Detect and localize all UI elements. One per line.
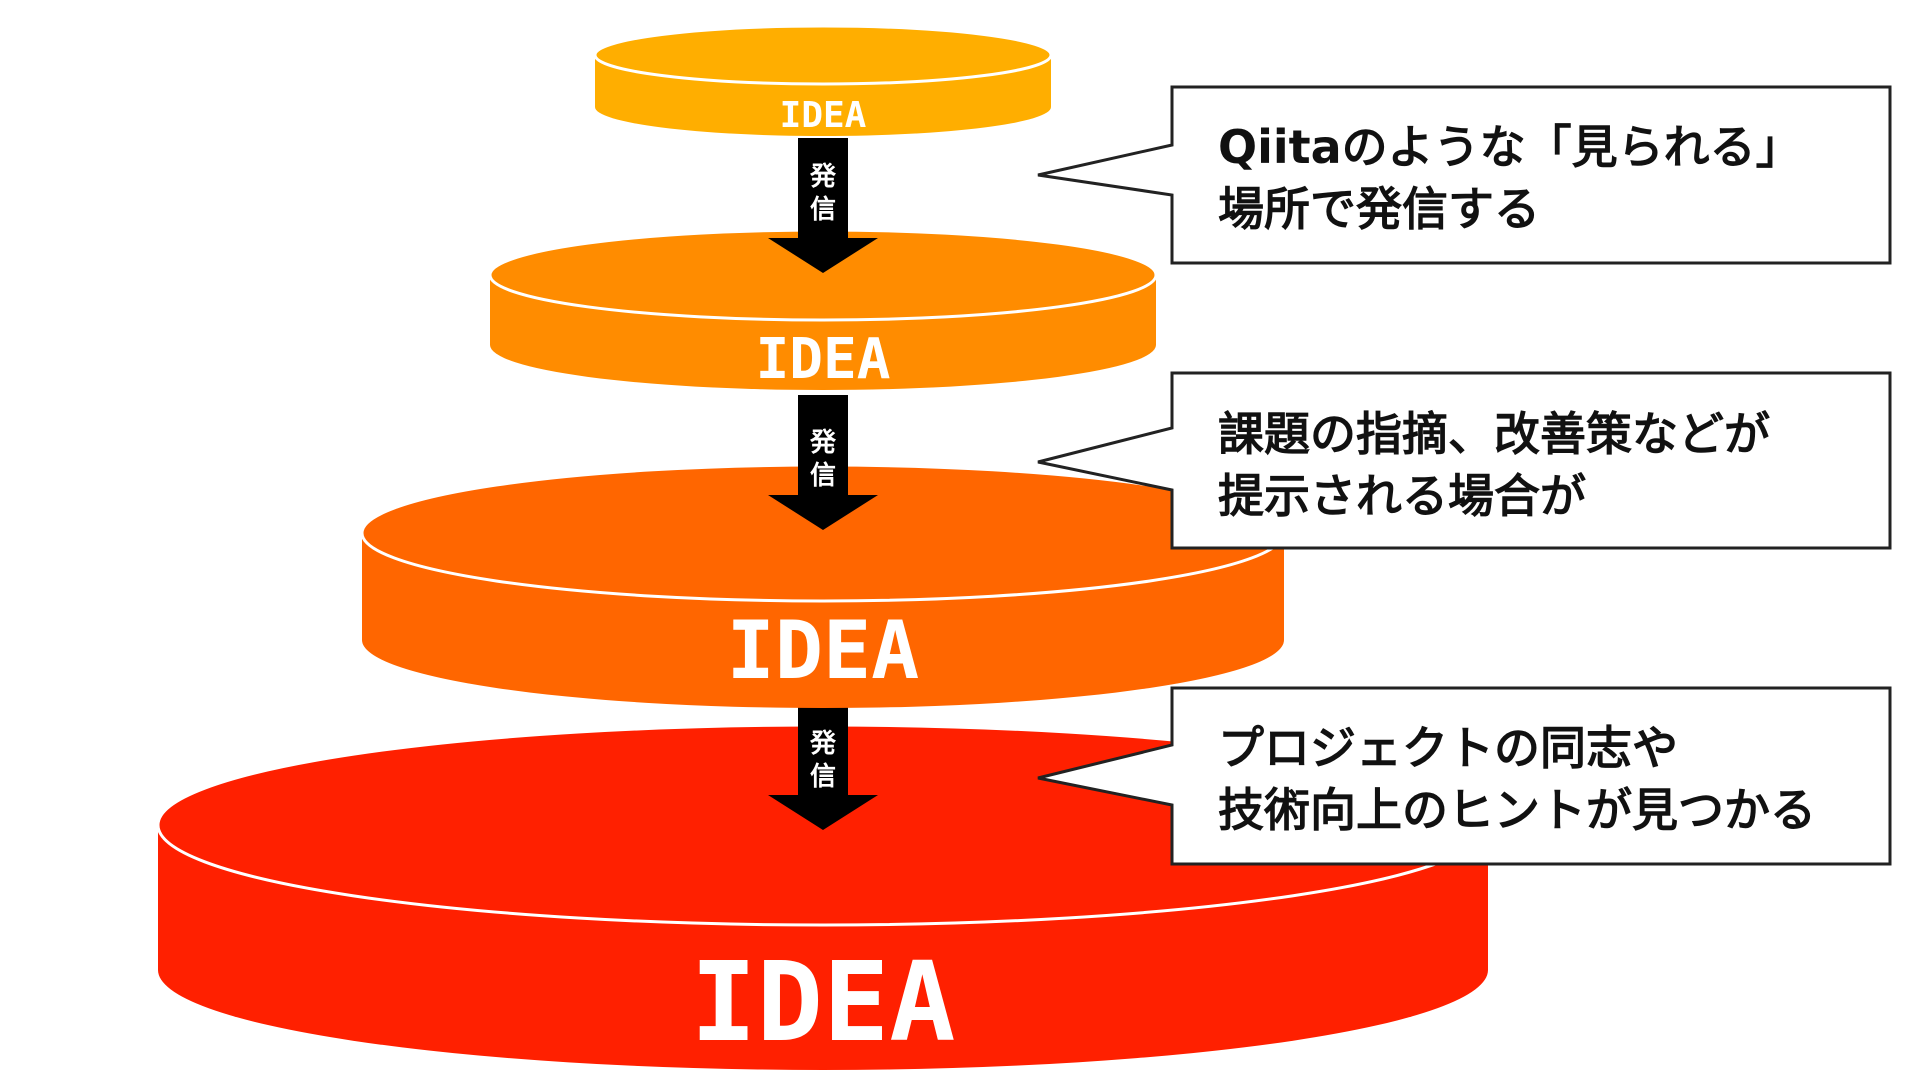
arrow-3-label-top: 発: [809, 729, 837, 759]
arrow-2: 発 信: [768, 395, 878, 530]
callout-1-box: [1037, 85, 1892, 265]
callout-1: Qiitaのような「見られる」 場所で発信する: [1037, 85, 1892, 265]
callout-2-box: [1037, 371, 1892, 550]
tier-3-label: IDEA: [727, 604, 920, 697]
arrow-1: 発 信: [768, 138, 878, 273]
callout-1-line-2: 場所で発信する: [1218, 182, 1540, 236]
arrow-2-shape: [768, 395, 878, 530]
callout-2-line-2: 提示される場合が: [1218, 469, 1586, 523]
callout-3-box: [1037, 686, 1892, 866]
arrow-2-label-bottom: 信: [810, 461, 836, 491]
arrow-1-shape: [768, 138, 878, 273]
arrow-3: 発 信: [768, 700, 878, 830]
arrow-3-shape: [768, 700, 878, 830]
idea-tier-3: IDEA: [360, 463, 1286, 708]
arrow-2-label-top: 発: [809, 428, 837, 458]
arrow-1-label-top: 発: [809, 162, 837, 192]
callout-2: 課題の指摘、改善策などが 提示される場合が: [1037, 371, 1892, 550]
tier-1-label: IDEA: [780, 95, 867, 136]
tier-4-label: IDEA: [691, 938, 956, 1066]
callout-3: プロジェクトの同志や 技術向上のヒントが見つかる: [1037, 686, 1892, 866]
tier-2-label: IDEA: [756, 327, 891, 392]
callout-3-line-2: 技術向上のヒントが見つかる: [1218, 783, 1816, 837]
callout-2-line-1: 課題の指摘、改善策などが: [1218, 407, 1770, 461]
tier-1-top: [593, 24, 1053, 86]
arrow-1-label-bottom: 信: [810, 195, 836, 225]
arrow-3-label-bottom: 信: [810, 762, 836, 792]
idea-tier-1: IDEA: [593, 24, 1053, 136]
callout-1-line-1: Qiitaのような「見られる」: [1218, 120, 1802, 174]
callout-3-line-1: プロジェクトの同志や: [1218, 721, 1678, 775]
idea-tier-2: IDEA: [488, 228, 1158, 392]
